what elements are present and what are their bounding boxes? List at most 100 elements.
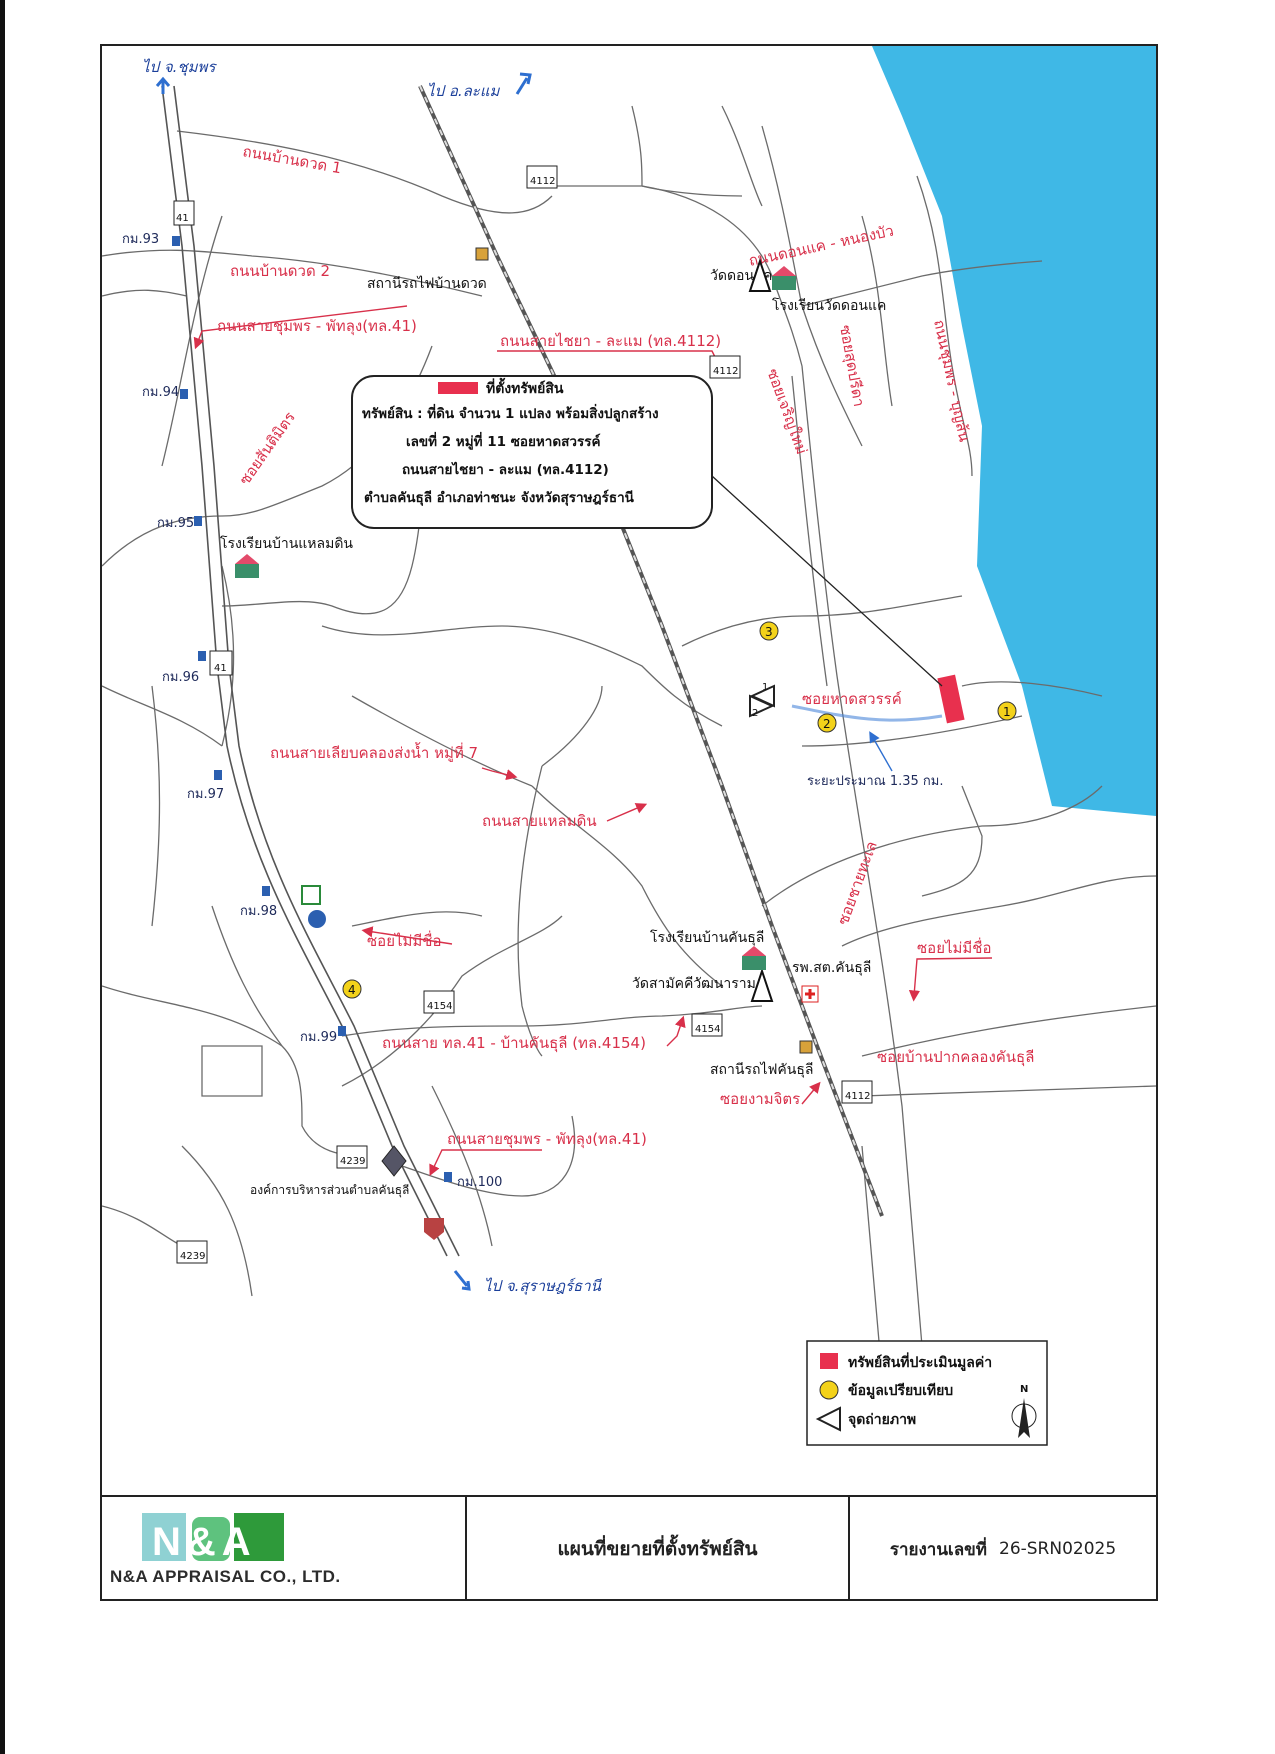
place-label: วัดสามัคคีวัฒนาราม: [632, 976, 756, 992]
sea-area: [872, 46, 1156, 816]
distance-note: ระยะประมาณ 1.35 กม.: [807, 774, 944, 789]
title-block: N&A N&A APPRAISAL CO., LTD. แผนที่ขยายที…: [102, 1495, 1156, 1601]
gas-station-icon: [308, 910, 326, 928]
callout-title: ที่ตั้งทรัพย์สิน: [486, 377, 564, 397]
legend-item: จุดถ่ายภาพ: [848, 1412, 916, 1428]
km-label: กม.94: [142, 385, 179, 400]
route-shield: 4154: [695, 1024, 720, 1035]
place-label: องค์การบริหารส่วนตำบลคันธุลี: [250, 1183, 409, 1198]
property-callout: ที่ตั้งทรัพย์สิน ทรัพย์สิน : ที่ดิน จำนว…: [351, 375, 713, 529]
north-arrow-icon: N: [1011, 1384, 1037, 1438]
road-label: ถนนสายเลียบคลองส่งน้ำ หมู่ที่ 7: [270, 742, 478, 762]
comparable-number: 3: [765, 625, 773, 639]
destination-label: ไป จ.ชุมพร: [142, 58, 217, 76]
station-icon: [475, 247, 489, 261]
km-label: กม.95: [157, 516, 194, 531]
km-markers: กม.93 กม.94 กม.95 กม.96 กม.97 กม.98 กม.9…: [122, 232, 502, 1190]
place-label: สถานีรถไฟคันธุลี: [710, 1061, 813, 1078]
road-label: ถนนสายชุมพร - พัทลุง(ทล.41): [217, 317, 417, 336]
school-icon: [772, 266, 796, 290]
temple-icon: [750, 967, 774, 1002]
company-logo: N&A: [142, 1513, 284, 1564]
road-network: [102, 105, 1156, 1377]
photo-point-number: 1: [762, 682, 768, 693]
photo-point-number: 2: [752, 708, 758, 719]
temple-icon: [748, 257, 772, 292]
govt-office-icon: [381, 1145, 407, 1177]
police-icon: [424, 1218, 444, 1240]
km-label: กม.97: [187, 787, 224, 802]
photo-points[interactable]: 1 2: [749, 682, 775, 719]
company-name: N&A APPRAISAL CO., LTD.: [110, 1567, 341, 1586]
callout-line: ถนนสายไชยา - ละแม (ทล.4112): [402, 461, 609, 478]
map-sheet: ถนนบ้านดวด 1 ถนนบ้านดวด 2 ถนนสายชุมพร - …: [100, 44, 1158, 1601]
km-label: กม.98: [240, 904, 277, 919]
callout-line: เลขที่ 2 หมู่ที่ 11 ซอยหาดสวรรค์: [406, 431, 600, 450]
road-label: ซอยชายทะเล: [834, 839, 881, 928]
location-map[interactable]: ถนนบ้านดวด 1 ถนนบ้านดวด 2 ถนนสายชุมพร - …: [102, 46, 1156, 1495]
road-label: ถนนบ้านดวด 2: [230, 262, 330, 280]
comparable-number: 2: [823, 717, 831, 731]
road-label: ถนนสายไชยา - ละแม (ทล.4112): [500, 332, 721, 350]
route-shield: 41: [176, 213, 189, 224]
comparable-markers[interactable]: 1 2 3 4: [342, 621, 1017, 999]
place-labels: สถานีรถไฟบ้านดวด วัดดอนแค โรงเรียนวัดดอน…: [220, 247, 886, 1240]
svg-text:N: N: [1020, 1384, 1028, 1395]
road-label: ซอยไม่มีชื่อ: [917, 937, 992, 957]
callout-leader: [711, 475, 943, 687]
route-shield: 4112: [530, 176, 555, 187]
road-label: ซอยหาดสวรรค์: [802, 690, 902, 708]
legend-item: ข้อมูลเปรียบเทียบ: [848, 1383, 953, 1399]
route-shield: 4112: [845, 1091, 870, 1102]
comparable-number: 1: [1003, 705, 1011, 719]
store-icon: [301, 885, 321, 905]
callout-line: ทรัพย์สิน : ที่ดิน จำนวน 1 แปลง พร้อมสิ่…: [362, 403, 659, 422]
report-label: รายงานเลขที่: [889, 1539, 987, 1560]
route-shield: 4112: [713, 366, 738, 377]
map-legend: ทรัพย์สินที่ประเมินมูลค่า ข้อมูลเปรียบเท…: [806, 1340, 1048, 1446]
route-to-property: [791, 704, 943, 722]
svg-text:N&A: N&A: [152, 1520, 257, 1564]
km-label: กม.100: [457, 1175, 502, 1190]
place-label: โรงเรียนบ้านแหลมดิน: [220, 535, 353, 552]
place-label: สถานีรถไฟบ้านดวด: [367, 275, 487, 292]
road-label: ซอยงามจิตร: [720, 1090, 800, 1108]
route-shield: 4239: [180, 1251, 205, 1262]
property-marker[interactable]: [937, 674, 965, 724]
road-label: ซอยบ้านปากคลองคันธุลี: [877, 1048, 1034, 1067]
hospital-icon: [801, 985, 819, 1003]
road-label: ซอยสุดปรีดา: [835, 324, 868, 409]
comparable-number: 4: [348, 983, 356, 997]
destination-labels: ไป จ.ชุมพร ไป อ.ละแม ไป จ.สุราษฎร์ธานี: [142, 58, 602, 1295]
place-label: รพ.สต.คันธุลี: [792, 960, 871, 976]
km-label: กม.96: [162, 670, 199, 685]
road-label: ถนนสายแหลมดิน: [482, 812, 597, 830]
road-label: ถนนสายชุมพร - พัทลุง(ทล.41): [447, 1130, 647, 1149]
road-label: ถนนบ้านดวด 1: [241, 142, 343, 177]
destination-label: ไป จ.สุราษฎร์ธานี: [484, 1277, 602, 1295]
route-shields: 41 41 4112 4112 4112 4154 4154 4239 4239: [173, 165, 873, 1264]
report-number-cell: รายงานเลขที่ 26-SRN02025: [850, 1497, 1156, 1601]
school-icon: [235, 554, 259, 578]
road-label: ซอยสันติมิตร: [236, 408, 299, 488]
railway-line: [418, 85, 884, 1217]
station-icon: [799, 1040, 813, 1054]
road-label: ซอยไม่มีชื่อ: [367, 930, 442, 950]
km-label: กม.93: [122, 232, 159, 247]
route-shield: 4239: [340, 1156, 365, 1167]
legend-item: ทรัพย์สินที่ประเมินมูลค่า: [848, 1352, 992, 1371]
report-number: 26-SRN02025: [999, 1539, 1117, 1559]
company-logo-cell: N&A N&A APPRAISAL CO., LTD.: [102, 1497, 467, 1601]
distance-arrow: [869, 731, 893, 772]
route-shield: 4154: [427, 1001, 452, 1012]
place-label: โรงเรียนวัดดอนแค: [772, 297, 886, 314]
highway-41-parallel: [173, 85, 460, 1257]
page-edge-bar: [0, 0, 5, 1754]
destination-label: ไป อ.ละแม: [427, 82, 501, 100]
school-icon: [742, 946, 766, 970]
road-label: ถนนสาย ทล.41 - บ้านคันธุลี (ทล.4154): [382, 1034, 646, 1053]
map-title: แผนที่ขยายที่ตั้งทรัพย์สิน: [467, 1497, 850, 1601]
highway-41: [161, 85, 448, 1257]
callout-line: ตำบลคันธุลี อำเภอท่าชนะ จังหวัดสุราษฎร์ธ…: [364, 489, 635, 506]
place-label: โรงเรียนบ้านคันธุลี: [650, 929, 764, 946]
